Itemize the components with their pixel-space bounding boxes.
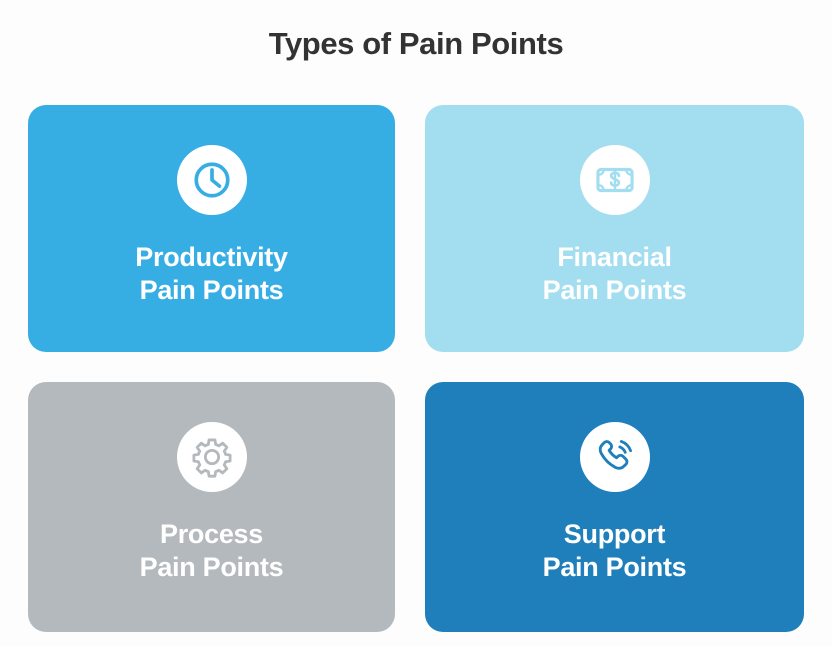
card-financial[interactable]: Financial Pain Points [425,105,804,352]
card-line2: Pain Points [139,551,284,582]
card-line1: Process [160,519,263,549]
card-label-financial: Financial Pain Points [531,241,699,307]
card-productivity[interactable]: Productivity Pain Points [28,105,395,352]
icon-badge-support [579,422,650,492]
icon-badge-process [176,422,247,492]
card-label-productivity: Productivity Pain Points [123,241,299,307]
card-line2: Pain Points [542,274,687,305]
card-line1: Support [563,519,666,549]
icon-badge-financial [579,145,650,215]
gear-icon [191,436,233,478]
page-title: Types of Pain Points [268,26,564,61]
card-label-process: Process Pain Points [128,518,296,584]
card-label-support: Support Pain Points [531,518,699,584]
card-support[interactable]: Support Pain Points [425,382,804,632]
phone-ringing-icon [594,436,636,478]
icon-badge-productivity [176,145,247,215]
card-grid: Productivity Pain Points [28,105,804,632]
card-line2: Pain Points [139,274,284,305]
card-line1: Financial [557,242,672,272]
card-line1: Productivity [135,242,288,272]
banknote-dollar-icon [594,159,636,201]
card-process[interactable]: Process Pain Points [28,382,395,632]
card-line2: Pain Points [542,551,687,582]
clock-icon [191,159,233,201]
